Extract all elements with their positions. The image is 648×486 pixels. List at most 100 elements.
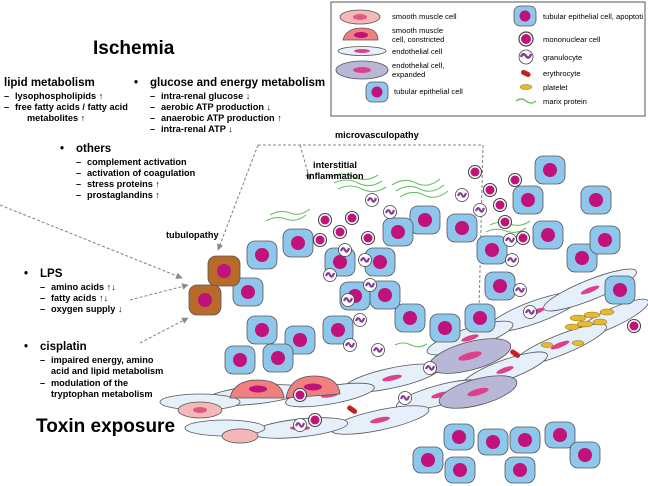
others-block: others complement activation activation … [60,143,256,201]
platelet-cluster [540,308,615,348]
granulocyte [365,193,379,207]
tubular-cell-apoptotic [207,255,241,287]
tubular-cell [504,456,536,484]
tubular-cell [322,315,354,345]
granulocyte [383,205,397,219]
expanded-endothelial-cells [428,338,518,409]
cisplatin-item-1: impaired energy, amino [40,355,180,366]
legend-endothelial-icon [337,46,387,56]
mononuclear-cell [467,164,483,180]
tubular-cell [429,313,461,343]
tubular-cell [369,280,401,310]
tubular-cell [262,343,294,373]
legend-granulocyte-label: granulocyte [543,53,583,62]
mononuclear-cell [492,197,508,213]
microvasculopathy-label: microvasculopathy [335,130,419,140]
interstitial-inflammation-label: interstitial inflammation [300,160,370,182]
granulocyte [473,203,487,217]
legend-erythrocyte-label: erythrocyte [543,69,581,78]
cisplatin-heading: cisplatin [24,341,180,354]
tubular-cell [224,345,256,375]
glucose-item-3: anaerobic ATP production ↑ [150,113,330,124]
cisplatin-item-2-cont: tryptophan metabolism [51,389,153,399]
mononuclear-cell [482,182,498,198]
glucose-item-2: aerobic ATP production ↓ [150,102,330,113]
lps-item-1: amino acids ↑↓ [40,282,170,293]
granulocyte [323,268,337,282]
mononuclear-cell [360,230,376,246]
mononuclear-cell [317,212,333,228]
legend-matrix-label: marix protein [543,97,587,106]
granulocyte [523,305,537,319]
granulocyte [341,293,355,307]
mononuclear-cell [344,210,360,226]
mononuclear-cell [507,172,523,188]
legend-smooth-constricted-label-2: cell, constricted [392,35,445,44]
glucose-metabolism-block: glucose and energy metabolism intra-rena… [134,77,330,135]
lipid-metabolism-block: lipid metabolism lysophospholipids ↑ fre… [4,77,132,124]
legend-tubular-icon [365,81,389,103]
tubular-cell [394,303,426,333]
cisplatin-item-1-cont: acid and lipid metabolism [51,366,164,376]
tubular-cell [382,217,414,247]
legend-matrix-icon [515,98,537,104]
erythrocytes [347,349,521,414]
granulocyte [513,283,527,297]
lps-item-3: oxygen supply ↓ [40,304,170,315]
tubular-cell [512,185,544,215]
granulocyte [398,391,412,405]
granulocyte [423,361,437,375]
legend-erythrocyte-icon [521,69,531,78]
legend-endothelial-expanded-icon [335,60,389,80]
tubular-cell [412,446,444,474]
tubular-cell [589,225,621,255]
interstitial-label-line1: interstitial [313,160,357,170]
mononuclear-cell [497,214,513,230]
tubular-cell [532,220,564,250]
lipid-item-2: free fatty acids / fatty acid [4,102,132,113]
tubular-cell [282,228,314,258]
cisplatin-block: cisplatin impaired energy, amino acid an… [24,341,180,400]
others-item-3: stress proteins ↑ [76,179,256,190]
legend-mononuclear-label: mononuclear cell [543,35,601,44]
tubular-cell [232,277,264,307]
legend-tubular-label: tubular epithelial cell [394,87,463,96]
granulocyte [353,313,367,327]
matrix-protein-strands [265,173,531,348]
tubular-cell [484,271,516,301]
tubular-cell [566,243,598,273]
tubulopathy-label: tubulopathy [166,230,219,240]
tubular-cell [464,303,496,333]
tubular-cell [477,428,509,456]
legend-endothelial-label: endothelial cell [392,47,443,56]
lipid-item-1: lysophospholipids ↑ [4,91,132,102]
tubular-cell [509,426,541,454]
tubular-cell [284,325,316,355]
glucose-item-4: intra-renal ATP ↓ [150,124,330,135]
legend-smooth-constricted-icon [342,27,379,41]
mononuclear-cell [626,318,642,334]
tubular-cell [409,205,441,235]
granulocyte [358,253,372,267]
legend-tubular-apoptotic-label: tubular epithelial cell, apoptotic [543,12,643,21]
tubular-cell [364,247,396,277]
legend-mononuclear-icon [518,31,534,47]
legend-platelet-icon [519,84,533,90]
tubular-cell [534,155,566,185]
granulocyte [343,338,357,352]
glucose-item-1: intra-renal glucose ↓ [150,91,330,102]
granulocyte [371,343,385,357]
mononuclear-cell [332,224,348,240]
tubular-cell-apoptotic [188,284,222,316]
cisplatin-item-2: modulation of the [40,378,180,389]
tubular-cell [476,235,508,265]
others-heading: others [60,143,256,156]
granulocyte [293,418,307,432]
ischemia-title: Ischemia [93,38,175,59]
legend-endothelial-expanded-label-2: expanded [392,70,426,79]
mononuclear-cell [515,230,531,246]
others-item-4: prostaglandins ↑ [76,190,256,201]
toxin-exposure-title: Toxin exposure [36,416,176,437]
others-item-2: activation of coagulation [76,168,256,179]
